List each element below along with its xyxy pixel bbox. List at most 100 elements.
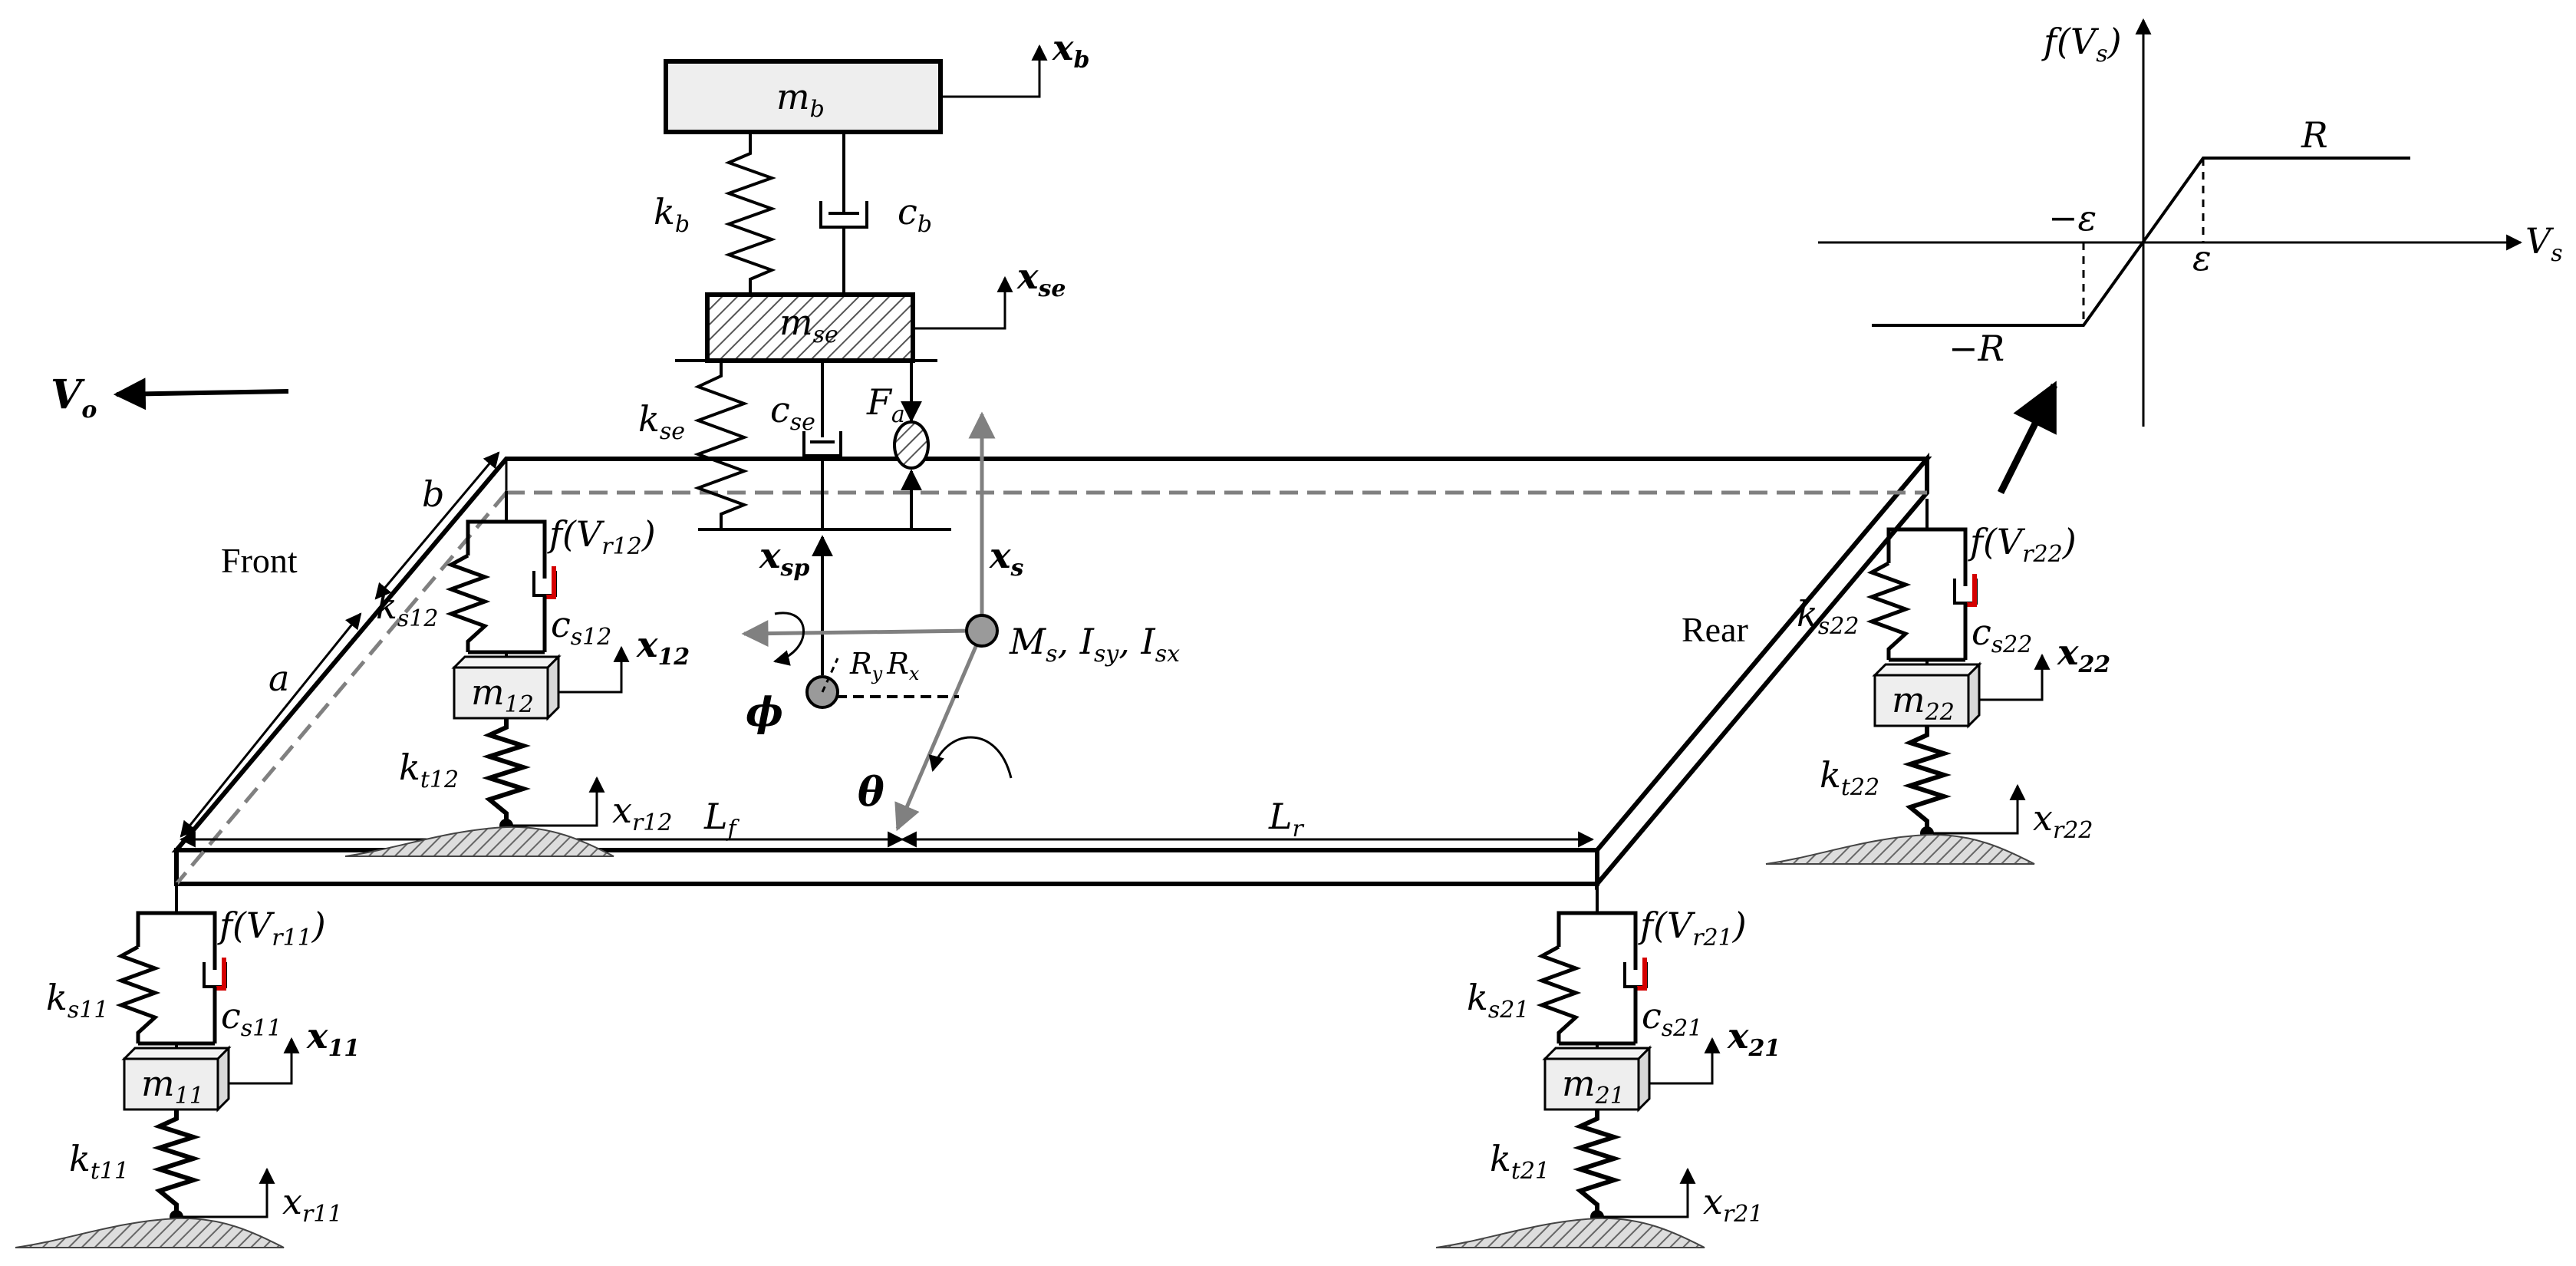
suspension-spring-11 — [115, 945, 161, 1043]
suspension-spring-22 — [1866, 561, 1912, 660]
unsprung-displacement-arrow-11 — [229, 1037, 300, 1085]
rear-label: Rear — [1682, 610, 1748, 649]
cse-label: cse — [770, 389, 815, 436]
unsprung-mass-12 — [453, 666, 549, 720]
unsprung-displacement-arrow-21 — [1649, 1037, 1721, 1085]
damper-cb — [819, 132, 868, 295]
road-profile-12 — [344, 826, 614, 857]
tire-stiffness-label-12: kt12 — [399, 747, 459, 793]
unsprung-displacement-arrow-12 — [558, 645, 630, 694]
road-input-label-12: xr12 — [612, 790, 672, 836]
front-label: Front — [221, 541, 298, 580]
kse-label: kse — [638, 398, 685, 445]
tire-spring-11 — [152, 1109, 201, 1215]
suspension-corner-11: m11 x11 xr11 ks11 cs11 kt11 f(Vr11) — [15, 882, 360, 1248]
unsprung-mass-label-11: m11 — [141, 1063, 204, 1109]
tire-stiffness-label-22: kt22 — [1820, 754, 1879, 801]
suspension-corner-12: m12 x12 xr12 ks12 cs12 kt12 f(Vr12) — [344, 491, 690, 857]
road-profile-11 — [15, 1217, 285, 1248]
inset-r-label: R — [2301, 114, 2328, 156]
saturation-function-plot: f(Vs) Vs R −R ε −ε — [1818, 18, 2563, 427]
unsprung-displacement-label-12: x12 — [636, 624, 690, 671]
suspension-spring-12 — [445, 553, 491, 652]
lr-label: Lr — [1268, 796, 1305, 842]
unsprung-mass-label-21: m21 — [1562, 1063, 1625, 1109]
damper-cse — [802, 361, 842, 529]
suspension-stiffness-label-12: ks12 — [376, 585, 438, 632]
road-input-label-22: xr22 — [2033, 797, 2093, 844]
inset-eps-label: ε — [2192, 237, 2212, 279]
damper-force-label-11: f(Vr11) — [217, 905, 326, 951]
damping-label-21: cs21 — [1642, 995, 1702, 1042]
tire-stiffness-label-11: kt11 — [69, 1138, 129, 1185]
road-input-arrow-12 — [512, 776, 605, 827]
tire-spring-21 — [1573, 1109, 1622, 1215]
damper-force-label-21: f(Vr21) — [1638, 905, 1747, 951]
xb-arrow — [940, 44, 1048, 98]
damping-label-22: cs22 — [1972, 612, 2032, 658]
theta-label: θ — [858, 769, 884, 816]
road-input-arrow-11 — [183, 1167, 275, 1218]
inset-neg-eps-label: −ε — [2048, 197, 2097, 239]
unsprung-mass-label-12: m12 — [471, 671, 534, 718]
unsprung-displacement-label-22: x22 — [2057, 631, 2110, 678]
suspension-stiffness-label-22: ks22 — [1797, 593, 1859, 640]
road-input-label-11: xr11 — [282, 1181, 342, 1228]
inset-neg-r-label: −R — [1948, 328, 2004, 369]
damper-force-label-22: f(Vr22) — [1968, 521, 2077, 568]
unsprung-mass-11 — [123, 1057, 219, 1111]
unsprung-displacement-label-21: x21 — [1727, 1015, 1780, 1062]
driver-mass-block — [664, 59, 943, 134]
dimension-a — [180, 612, 362, 838]
damper-force-label-12: f(Vr12) — [547, 513, 656, 560]
vo-arrow — [113, 377, 289, 410]
xsp-label: xsp — [759, 535, 809, 582]
inertia-label: Ms, Isy, Isx — [1009, 621, 1180, 668]
damping-label-12: cs12 — [551, 604, 611, 651]
unsprung-displacement-label-11: x11 — [306, 1015, 360, 1062]
mse-label: mse — [779, 302, 838, 348]
xse-arrow — [913, 275, 1013, 330]
road-profile-22 — [1765, 833, 2035, 865]
road-input-label-21: xr21 — [1703, 1181, 1763, 1228]
vehicle-body-plate — [171, 452, 1932, 891]
suspension-spring-21 — [1536, 945, 1582, 1043]
mb-label: mb — [776, 76, 825, 123]
tire-stiffness-label-21: kt21 — [1490, 1138, 1550, 1185]
road-profile-21 — [1435, 1217, 1705, 1248]
inset-ylabel: f(Vs) — [2041, 21, 2122, 68]
tire-spring-12 — [482, 718, 531, 824]
cb-label: cb — [898, 191, 932, 238]
unsprung-displacement-arrow-22 — [1979, 653, 2051, 701]
xs-label: xs — [989, 535, 1023, 582]
road-input-arrow-21 — [1603, 1167, 1696, 1218]
dimension-a-label: a — [268, 658, 289, 699]
unsprung-mass-21 — [1543, 1057, 1640, 1111]
unsprung-mass-22 — [1873, 674, 1970, 727]
inset-pointer-arrow — [1997, 381, 2058, 495]
rotation-arcs — [772, 612, 1013, 779]
actuator-fa — [893, 361, 930, 529]
dimension-b — [374, 451, 500, 600]
xse-label: xse — [1016, 256, 1066, 302]
kb-label: kb — [654, 191, 690, 238]
spring-kb — [724, 132, 776, 295]
damping-label-11: cs11 — [221, 995, 282, 1042]
dimension-b-label: b — [422, 473, 444, 515]
inset-xlabel: Vs — [2525, 220, 2563, 267]
cg-axes — [741, 614, 999, 832]
unsprung-mass-label-22: m22 — [1892, 679, 1955, 726]
road-input-arrow-22 — [1933, 783, 2026, 835]
suspension-stiffness-label-11: ks11 — [46, 977, 108, 1024]
suspension-stiffness-label-21: ks21 — [1467, 977, 1529, 1024]
inset-saturation-curve — [1872, 157, 2410, 327]
vo-label: Vo — [51, 371, 97, 424]
xb-label: xb — [1052, 27, 1089, 74]
phi-label: ϕ — [746, 689, 783, 736]
spring-kse — [693, 361, 749, 529]
fa-label: Fa — [866, 381, 905, 428]
suspension-corner-22: m22 x22 xr22 ks22 cs22 kt22 f(Vr22) — [1765, 499, 2110, 865]
tire-spring-22 — [1902, 726, 1952, 832]
